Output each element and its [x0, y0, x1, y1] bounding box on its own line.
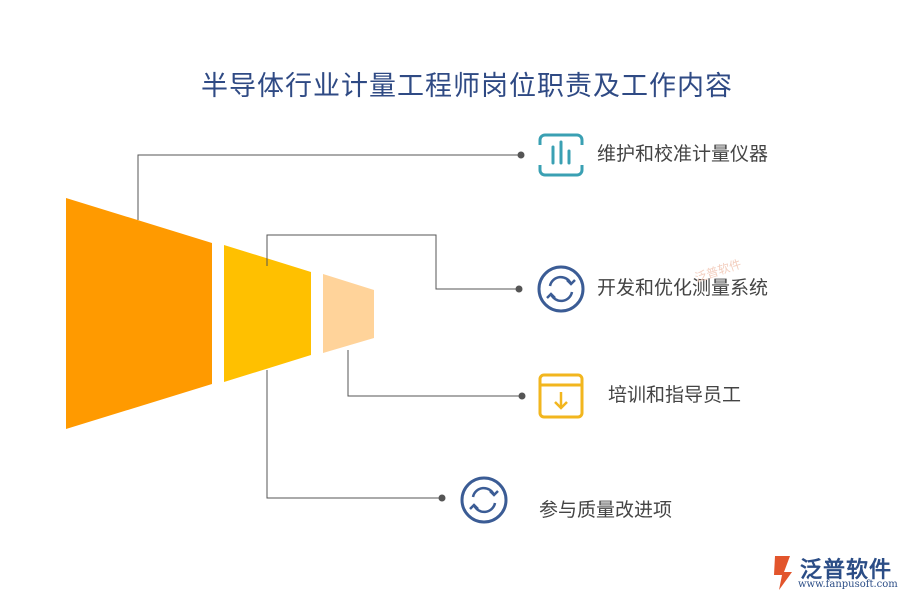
item-label-quality-improve: 参与质量改进项: [539, 499, 673, 521]
connector-dot-2: [515, 285, 523, 293]
logo-name: 泛普软件: [800, 558, 893, 583]
item-label-develop-optimize: 开发和优化测量系统: [597, 277, 769, 299]
funnel-segment-medium: [224, 245, 311, 382]
bar-chart-icon: [530, 133, 592, 177]
logo-mark-icon: [774, 556, 792, 590]
download-box-icon: [538, 373, 584, 419]
connector-line-4: [266, 370, 442, 499]
refresh-icon: [460, 476, 508, 524]
page-title: 半导体行业计量工程师岗位职责及工作内容: [201, 71, 733, 102]
connector-line-2: [266, 234, 519, 290]
connector-dot-1: [517, 151, 525, 159]
funnel-segment-large: [66, 198, 212, 429]
connector-dot-3: [518, 392, 526, 400]
refresh-icon: [537, 265, 585, 313]
item-label-maintain-calibrate: 维护和校准计量仪器: [597, 143, 769, 165]
connector-line-1: [137, 154, 521, 220]
brand-logo: 泛普软件 www.fanpusoft.com: [770, 552, 898, 597]
connector-line-3: [347, 350, 522, 397]
logo-url: www.fanpusoft.com: [798, 579, 898, 590]
connector-dot-4: [438, 494, 446, 502]
item-label-train-guide: 培训和指导员工: [608, 384, 742, 406]
funnel-segment-small: [323, 274, 374, 353]
